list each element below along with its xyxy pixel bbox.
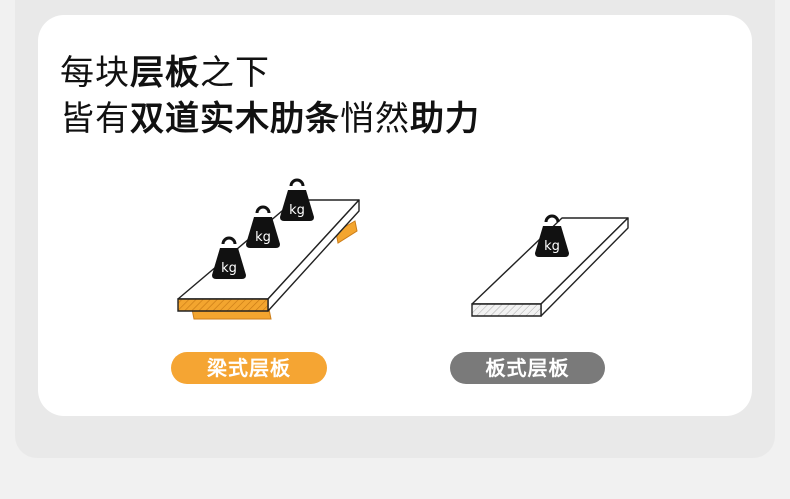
headline: 每块层板之下 皆有双道实木肋条悄然助力 (60, 50, 480, 142)
headline-text: 每块 (60, 53, 130, 93)
svg-text:kg: kg (289, 203, 305, 218)
kg-weight-icon: kg (533, 214, 571, 259)
headline-line-1: 每块层板之下 (60, 50, 480, 96)
kg-weight-icon: kg (210, 236, 248, 281)
flat-shelf-label: 板式层板 (450, 352, 605, 384)
beam-rib-back (335, 220, 358, 244)
flat-shelf-illustration (471, 217, 629, 317)
svg-text:kg: kg (255, 230, 271, 245)
beam-shelf-edge (177, 298, 269, 312)
headline-text-bold: 层板 (130, 53, 200, 93)
headline-text: 悄然 (340, 99, 410, 139)
headline-text: 之下 (200, 53, 270, 93)
svg-text:kg: kg (544, 239, 560, 254)
kg-weight-icon: kg (278, 178, 316, 223)
headline-line-2: 皆有双道实木肋条悄然助力 (60, 96, 480, 142)
beam-shelf-label: 梁式层板 (171, 352, 327, 384)
headline-text-bold: 双道实木肋条 (130, 99, 340, 139)
content-card (38, 15, 752, 416)
headline-text-bold: 助力 (410, 99, 480, 139)
beam-shelf-top (177, 199, 360, 300)
headline-text: 皆有 (60, 99, 130, 139)
flat-shelf-edge (471, 303, 542, 317)
svg-text:kg: kg (221, 261, 237, 276)
kg-weight-icon: kg (244, 205, 282, 250)
